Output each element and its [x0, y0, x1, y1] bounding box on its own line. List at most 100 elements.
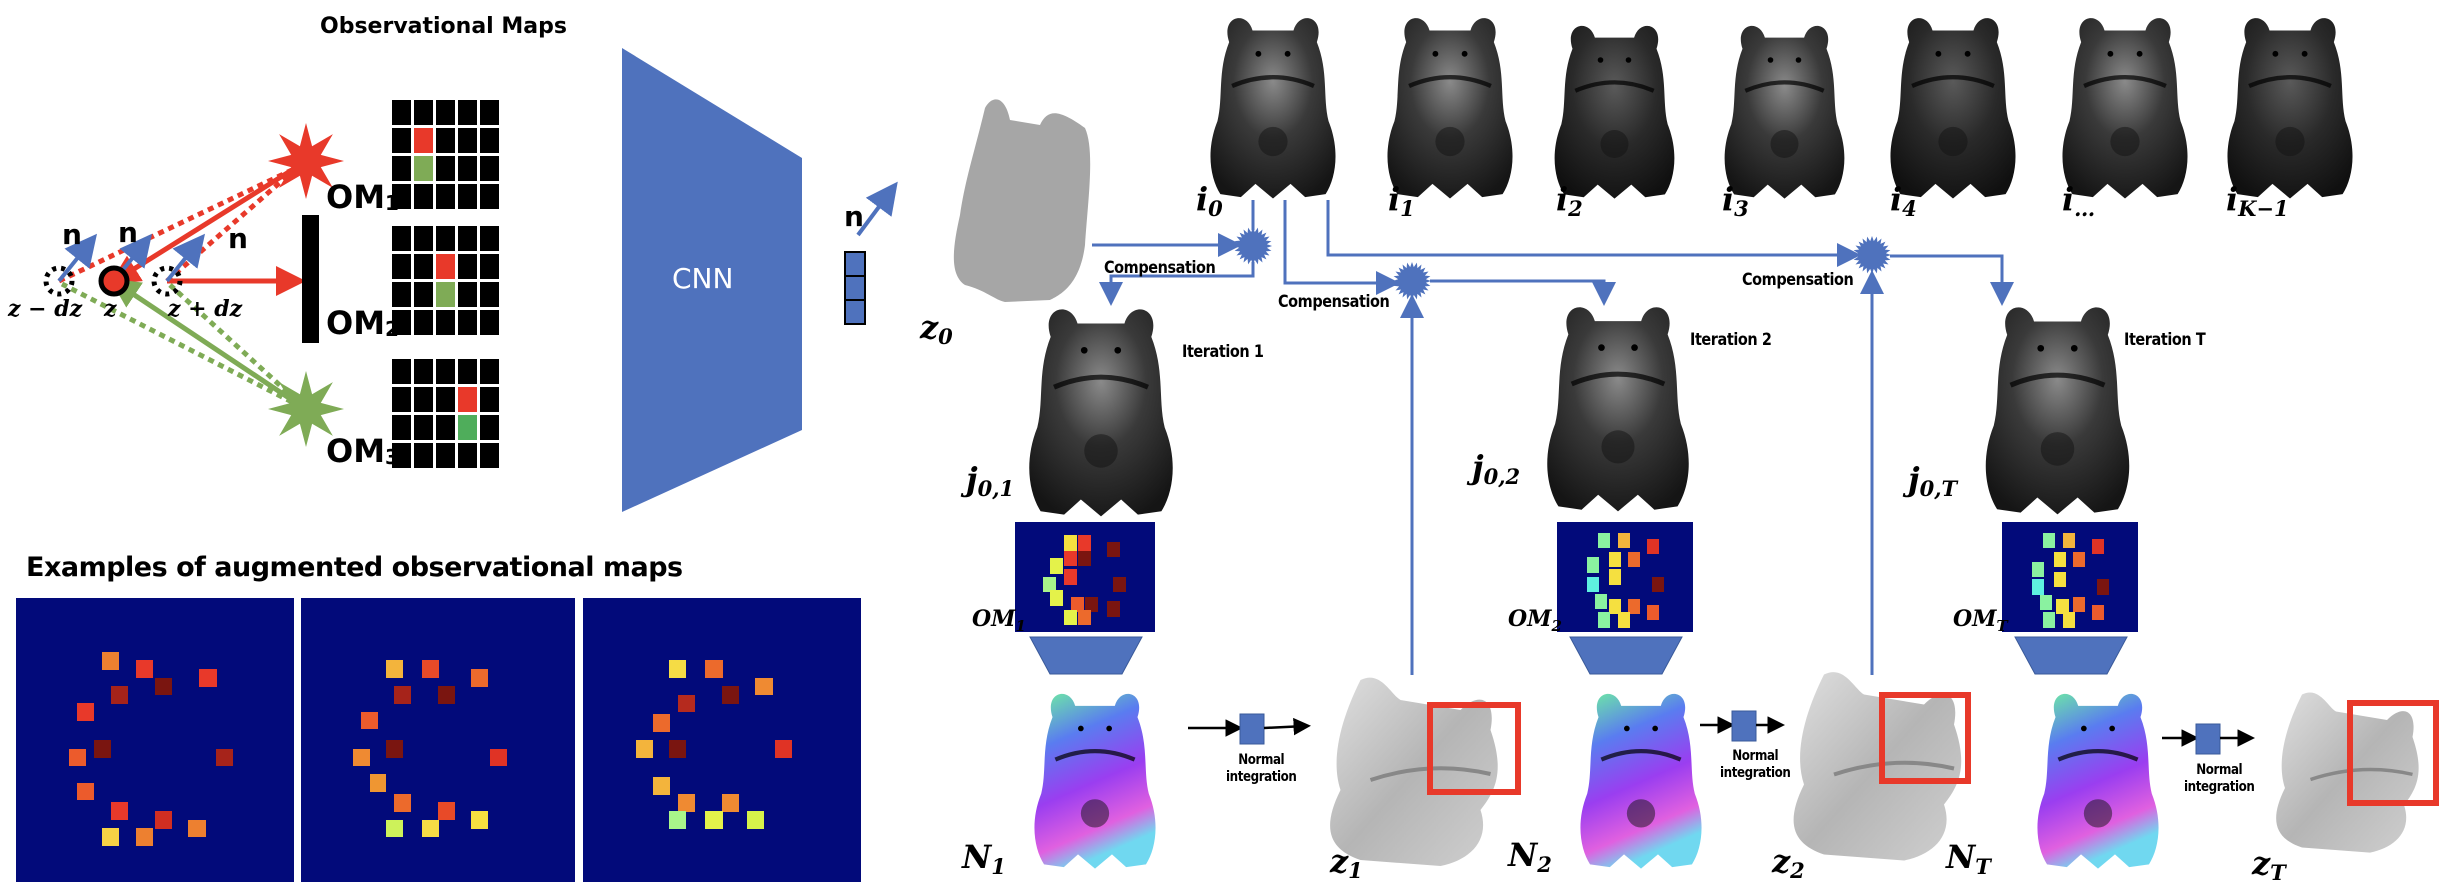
compensation-node-3-icon: [1853, 236, 1891, 274]
om-cell: [392, 100, 411, 125]
normal-integration-2: [1700, 710, 1785, 742]
heat-square: [1646, 538, 1659, 554]
iteration-T-observational-map: [2002, 522, 2138, 632]
heat-square: [1627, 599, 1640, 615]
cnn-small-T: [2014, 636, 2128, 675]
z1-label: z1: [1330, 842, 1363, 883]
heat-square: [1586, 557, 1600, 573]
om-cell: [436, 184, 455, 209]
heat-square: [199, 669, 217, 687]
normal-label: n: [62, 218, 82, 251]
heat-square: [1071, 596, 1084, 613]
om-cell: [436, 310, 455, 335]
heat-square: [1107, 541, 1120, 558]
om-iteration-T-label: OMT: [1953, 606, 2008, 635]
heat-square: [353, 748, 371, 767]
om-cell: [392, 415, 411, 440]
heat-square: [188, 819, 206, 838]
om-cell: [480, 310, 499, 335]
om2-label: OM2: [326, 304, 399, 342]
heat-square: [2053, 551, 2066, 568]
highlight-box-2: [1879, 692, 1971, 784]
heat-square: [470, 811, 488, 829]
cnn-small-1: [1029, 636, 1143, 675]
heat-square: [2097, 579, 2110, 595]
heat-square: [677, 793, 695, 812]
example-map-1: [16, 598, 294, 882]
om-cell: [480, 128, 499, 153]
heat-square: [110, 802, 128, 821]
heat-square: [774, 740, 793, 758]
heat-square: [652, 776, 670, 795]
heat-square: [747, 811, 765, 829]
heat-square: [438, 802, 455, 821]
heat-square: [361, 711, 379, 730]
heat-square: [369, 774, 387, 792]
highlight-box-T: [2347, 700, 2439, 806]
point-plus-dz: [151, 265, 183, 297]
heat-square: [2091, 604, 2104, 620]
om-cell: [436, 443, 455, 468]
iteration-2-observational-map: [1557, 522, 1693, 632]
heat-square: [77, 782, 95, 801]
heat-square: [722, 793, 740, 812]
z0-label: z0: [920, 308, 953, 349]
om-cell: [458, 387, 477, 412]
compensated-image-T: [1986, 307, 2129, 514]
om-cell: [458, 415, 477, 440]
heat-square: [1608, 551, 1621, 568]
input-label-k-minus-1: iK−1: [2226, 180, 2289, 221]
heat-square: [394, 686, 412, 704]
om-cell: [436, 156, 455, 181]
compensation-wiring: [1092, 200, 2014, 675]
om-cell: [414, 156, 433, 181]
heat-square: [1078, 550, 1091, 566]
heat-square: [2056, 599, 2069, 615]
compensated-image-2: [1547, 307, 1688, 511]
heat-square: [2063, 612, 2076, 628]
om-cell: [480, 359, 499, 384]
heat-square: [421, 660, 439, 679]
heat-square: [438, 686, 455, 704]
om-cell: [458, 156, 477, 181]
om-cell: [480, 100, 499, 125]
om-cell: [436, 282, 455, 307]
om-cell: [480, 387, 499, 412]
om-cell: [392, 443, 411, 468]
heat-square: [1646, 604, 1659, 620]
input-label-4: i4: [1890, 180, 1917, 221]
heat-square: [155, 811, 173, 829]
om-cell: [458, 359, 477, 384]
observational-map-3: [392, 359, 499, 468]
om-cell: [458, 184, 477, 209]
normal-map-1: [1034, 694, 1155, 869]
heat-square: [1050, 558, 1063, 574]
om-cell: [480, 443, 499, 468]
compensated-image-1: [1029, 309, 1172, 516]
heat-square: [722, 686, 740, 704]
om-cell: [436, 226, 455, 251]
om-cell: [392, 184, 411, 209]
om-cell: [392, 128, 411, 153]
heat-square: [394, 793, 412, 812]
heat-square: [705, 660, 723, 679]
om-cell: [414, 415, 433, 440]
heat-square: [1618, 612, 1631, 628]
heat-square: [2053, 571, 2066, 587]
om-cell: [414, 254, 433, 279]
heat-square: [102, 651, 120, 670]
normal-label: n: [118, 216, 138, 249]
om-cell: [436, 100, 455, 125]
heat-square: [216, 748, 234, 767]
om-cell: [436, 128, 455, 153]
om-cell: [414, 387, 433, 412]
N1-label: N1: [962, 838, 1006, 879]
heat-square: [1064, 610, 1077, 626]
heat-square: [470, 669, 488, 687]
om-iteration-2-label: OM2: [1508, 606, 1562, 635]
output-normal-label: n: [844, 200, 864, 233]
heat-square: [1652, 577, 1665, 593]
occluder-bar: [302, 215, 319, 343]
heat-square: [1107, 601, 1120, 617]
